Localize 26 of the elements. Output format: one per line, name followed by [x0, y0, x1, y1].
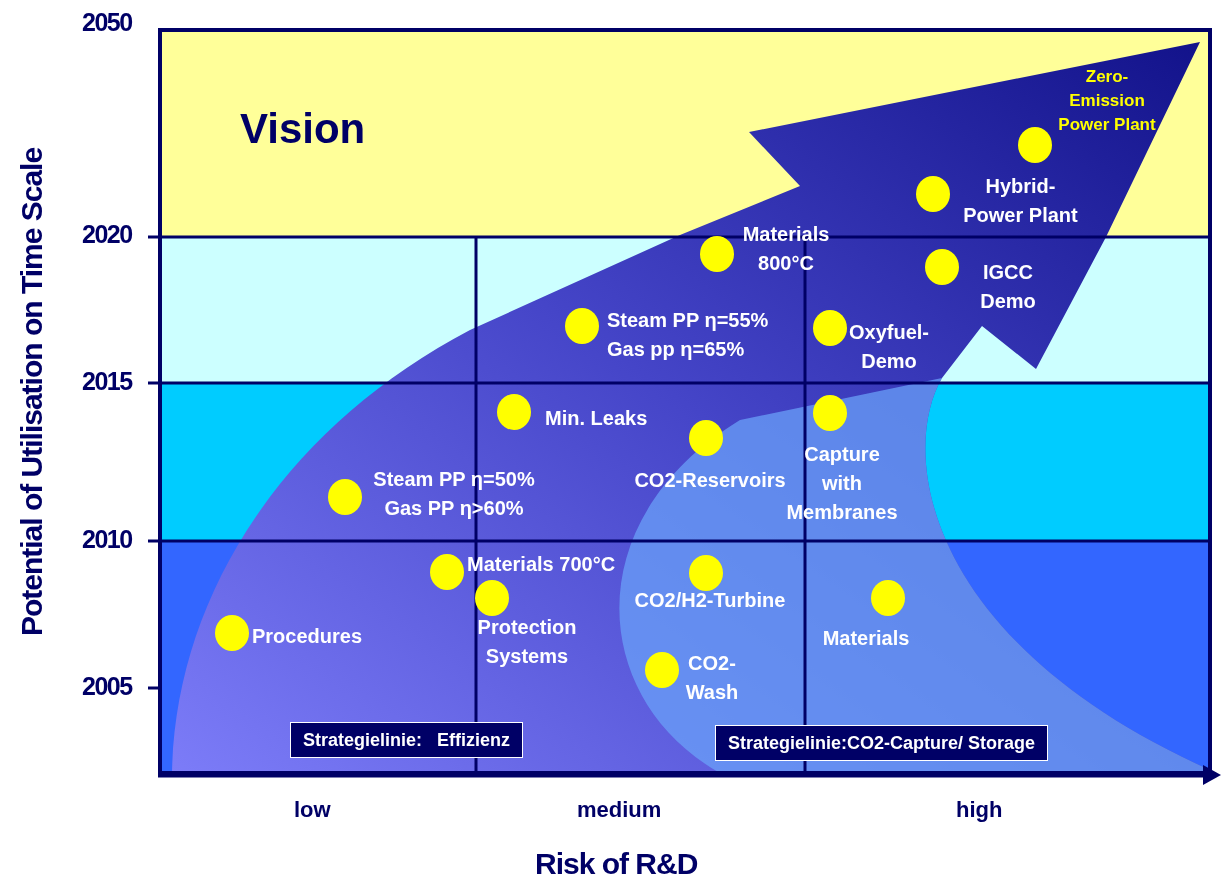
year-tick-label: 2020 [82, 220, 132, 249]
milestone-label: Steam PP η=55% Gas pp η=65% [607, 308, 770, 362]
milestone-label: CO2-Reservoirs [633, 468, 787, 493]
milestone-label: CO2/H2-Turbine [633, 588, 787, 613]
strategy-line-label: Strategielinie:CO2-Capture/ Storage [715, 725, 1049, 761]
strategy-line-label: Strategielinie: Effizienz [290, 722, 524, 758]
year-tick-label: 2050 [82, 8, 132, 37]
x-axis-title: Risk of R&D [535, 847, 698, 881]
category-label: low [294, 797, 331, 823]
milestone-label: Procedures [252, 624, 364, 649]
milestone-label: Materials [821, 626, 911, 651]
milestone-label: Protection Systems [476, 615, 578, 669]
y-axis-title: Potential of Utilisation on Time Scale [15, 147, 49, 637]
milestone-label: Oxyfuel- Demo [848, 320, 930, 374]
year-tick-label: 2005 [82, 672, 132, 701]
year-tick-label: 2010 [82, 525, 132, 554]
milestone-label: Materials 800°C [741, 222, 831, 276]
milestone-label: Zero- Emission Power Plant [1057, 66, 1157, 136]
category-label: high [956, 797, 1003, 823]
milestone-label: Min. Leaks [545, 406, 649, 431]
milestone-label: Hybrid- Power Plant [962, 174, 1079, 228]
milestone-label: IGCC Demo [979, 260, 1037, 314]
band-title: Vision [240, 105, 366, 153]
category-label: medium [577, 797, 662, 823]
year-tick-label: 2015 [82, 367, 132, 396]
milestone-label: CO2- Wash [684, 651, 740, 705]
